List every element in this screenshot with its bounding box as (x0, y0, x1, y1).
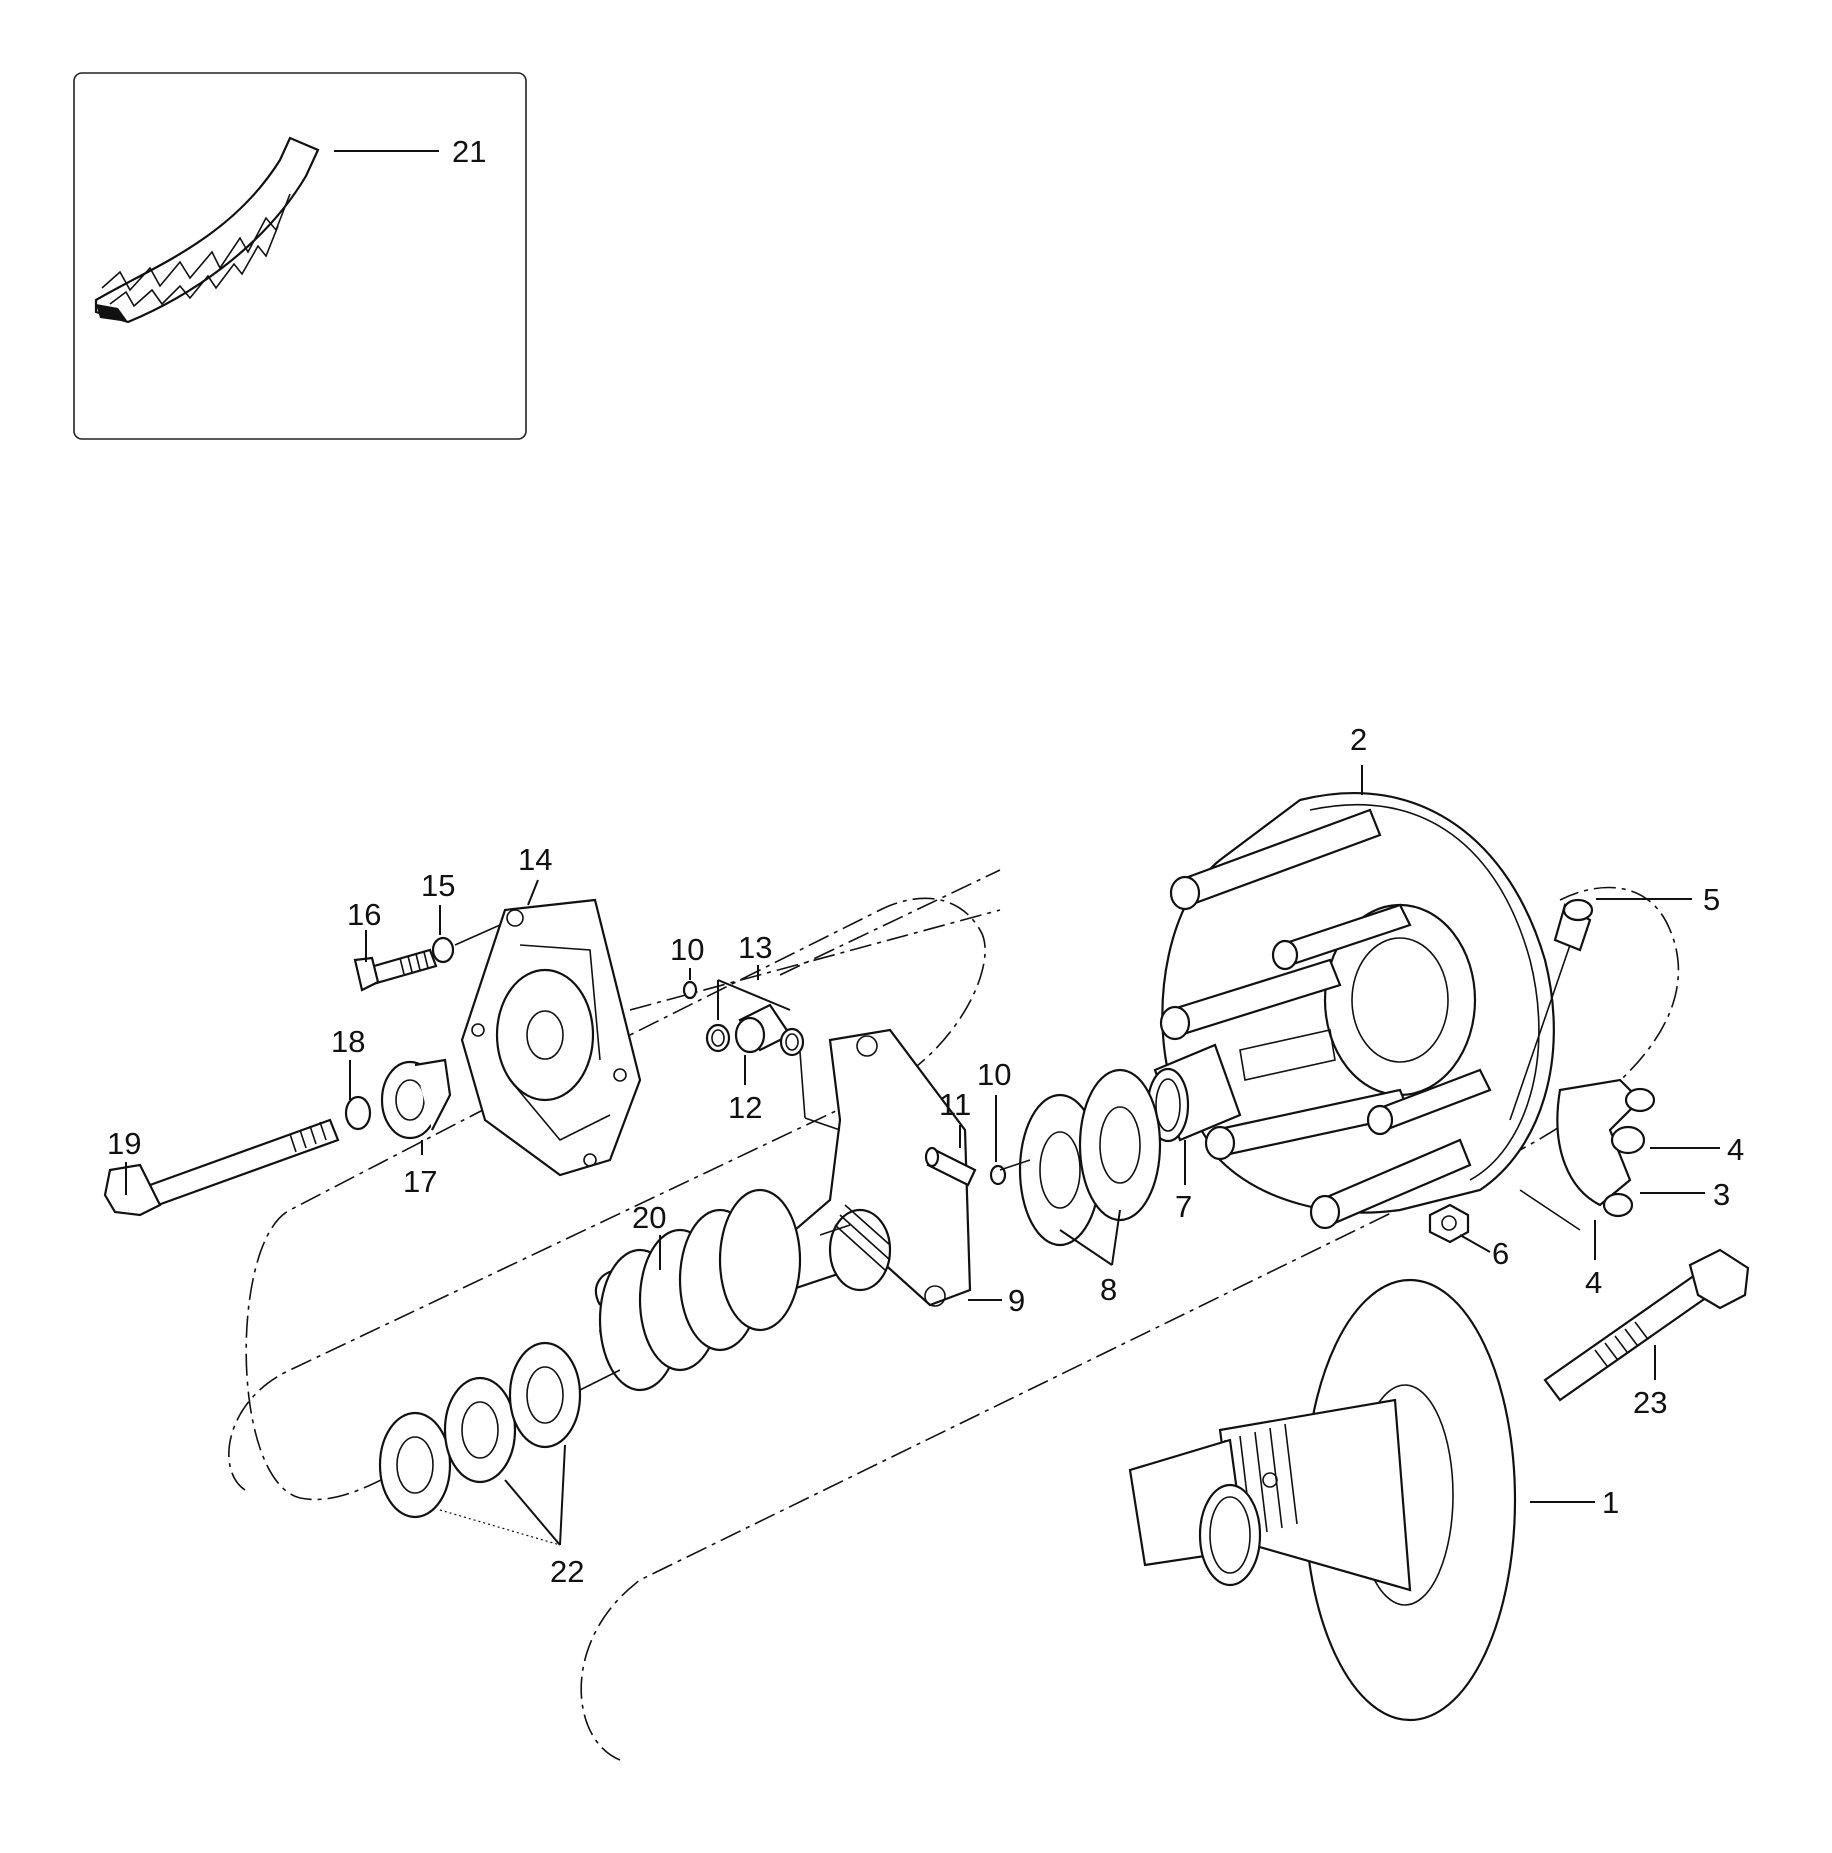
callout-11: 11 (939, 1087, 971, 1122)
fixed-sheave-icon (1128, 1278, 1517, 1722)
washer-15-icon (431, 936, 455, 964)
callout-8: 8 (1100, 1272, 1117, 1307)
callout-10b: 10 (977, 1057, 1011, 1092)
callout-23: 23 (1633, 1385, 1667, 1420)
callout-13: 13 (738, 930, 772, 965)
callout-6: 6 (1492, 1236, 1509, 1271)
nut-icon (1428, 1203, 1470, 1244)
long-bolt-19-icon (103, 1118, 340, 1217)
callout-14: 14 (518, 842, 552, 877)
callout-7: 7 (1175, 1189, 1192, 1224)
callout-18: 18 (331, 1024, 365, 1059)
callout-21: 21 (452, 134, 486, 169)
belt-outline (228, 869, 1680, 1761)
shims-22-icon (378, 1341, 582, 1519)
callout-2: 2 (1350, 722, 1367, 757)
callout-17: 17 (403, 1164, 437, 1199)
cover-plate-icon (460, 898, 642, 1177)
roller-arm-icon (1519, 1078, 1656, 1231)
callout-10a: 10 (670, 932, 704, 967)
screw-5-icon (1509, 898, 1594, 1121)
callout-12: 12 (728, 1090, 762, 1125)
movable-sheave-icon (1159, 791, 1555, 1230)
bolt-23-icon (1543, 1248, 1750, 1402)
washers-8-icon (1018, 1068, 1162, 1247)
assembly-axis (579, 1159, 1031, 1391)
ring-10a-icon (682, 980, 698, 1000)
callout-4a: 4 (1727, 1132, 1744, 1167)
belt-inset-panel: 21 (73, 72, 527, 440)
washer-18-icon (344, 1095, 372, 1131)
callout-16: 16 (347, 897, 381, 932)
spider-icon (758, 1028, 972, 1307)
callout-5: 5 (1703, 882, 1720, 917)
roller-12-icon (705, 1003, 805, 1057)
callout-1: 1 (1602, 1485, 1619, 1520)
callout-20: 20 (632, 1200, 666, 1235)
callout-3: 3 (1713, 1177, 1730, 1212)
callout-19: 19 (107, 1126, 141, 1161)
callout-9: 9 (1008, 1283, 1025, 1318)
bolt-16-icon (353, 948, 438, 992)
callout-4b: 4 (1585, 1265, 1602, 1300)
bushing-17-icon (380, 1058, 452, 1140)
pin-11-icon (924, 1146, 977, 1187)
ring-10b-icon (989, 1164, 1007, 1186)
spring-icon (594, 1188, 802, 1392)
drive-belt-icon (94, 136, 320, 324)
callout-22: 22 (550, 1554, 584, 1589)
callout-15: 15 (421, 868, 455, 903)
